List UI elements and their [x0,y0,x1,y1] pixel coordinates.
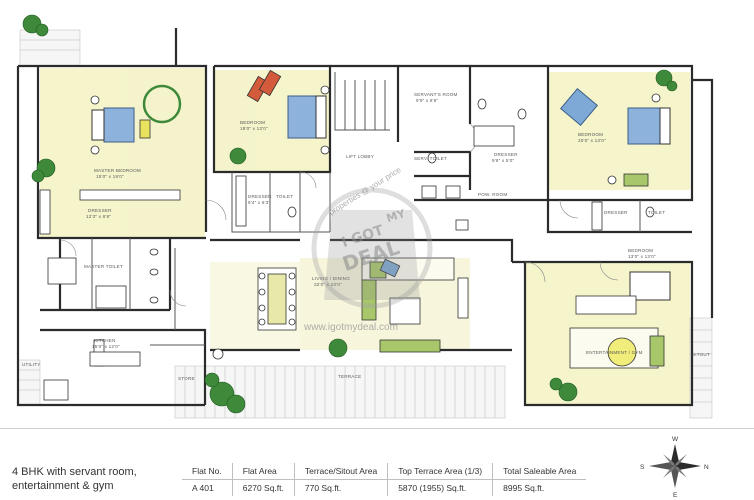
terrace-deck [17,29,713,419]
dim-bedroom-2: 20'0" x 13'0" [578,138,606,143]
label-terrace: TERRACE [338,374,361,379]
label-kitchen: KITCHEN [94,338,116,343]
value-top-terrace-area: 5870 (1955) Sq.ft. [387,479,493,496]
label-toilet-1: TOILET [276,194,293,199]
fixtures [43,98,655,401]
label-bedroom-3: BEDROOM [628,248,653,253]
value-flat-area: 6270 Sq.ft. [231,479,295,496]
compass-rose-icon: W N S E [640,436,709,498]
dim-kitchen: 15'0" x 12'0" [92,344,120,349]
header-total-area: Total Saleable Area [492,463,587,480]
compass-w: W [672,436,679,443]
header-top-terrace-area: Top Terrace Area (1/3) [387,463,493,480]
living-furniture [257,257,665,369]
room-labels: MASTER BEDROOM 15'0" x 19'0" DRESSER 12'… [22,92,710,381]
compass-e: E [673,492,678,498]
label-entertainment: ENTERTAINMENT / GYM [586,350,643,355]
label-servant-toilet: SERV. TOILET [414,156,447,161]
plan-caption: 4 BHK with servant room, entertainment &… [12,465,137,493]
header-flat-area: Flat Area [231,463,295,480]
label-master-toilet: MASTER TOILET [84,264,123,269]
caption-line2: entertainment & gym [12,480,114,492]
value-flat-no: A 401 [192,483,214,493]
door-swings [59,123,619,307]
dim-master-bedroom: 15'0" x 19'0" [96,174,124,179]
value-total-area: 8995 Sq.ft. [492,479,587,496]
label-bedroom-2: BEDROOM [578,132,603,137]
label-master-bedroom: MASTER BEDROOM [94,168,141,173]
label-servant-room: SERVANT'S ROOM [414,92,458,97]
label-dresser-2: DRESSER [248,194,272,199]
dim-dresser-1: 12'3" x 6'9" [86,214,111,219]
lounge-chairs [139,69,282,139]
label-dresser-3: DRESSER [494,152,518,157]
label-sitout: SITOUT [692,352,710,357]
label-living-dining: LIVING / DINING [312,276,350,281]
watermark-url: www.igotmydeal.com [303,322,398,333]
header-terrace-area: Terrace/Sitout Area [293,463,388,480]
area-table-header: Flat No. Flat Area Terrace/Sitout Area T… [182,463,587,480]
dim-living-dining: 32'0" x 23'0" [314,282,342,287]
label-lift-lobby: LIFT LOBBY [346,154,374,159]
footer-divider [0,428,754,429]
dim-dresser-3: 9'6" x 5'0" [492,158,514,163]
dim-bedroom-1: 18'0" x 13'0" [240,126,268,131]
label-toilet-2: TOILET [648,210,665,215]
label-bedroom-1: BEDROOM [240,120,265,125]
label-store: STORE [178,376,195,381]
header-flat-no: Flat No. [182,463,233,480]
dim-servant-room: 9'9" x 8'9" [416,98,438,103]
dim-dresser-2: 6'4" x 6'3" [248,200,270,205]
side-tables [90,85,661,185]
plants [22,14,678,414]
area-table-row: A 401 6270 Sq.ft. 770 Sq.ft. 5870 (1955)… [182,479,587,496]
compass-s: S [640,464,645,471]
value-terrace-area: 770 Sq.ft. [293,479,388,496]
compass-n: N [704,464,709,471]
dim-bedroom-3: 13'0" x 13'0" [628,254,656,259]
label-dresser-1: DRESSER [88,208,112,213]
floor-plan: MASTER BEDROOM 15'0" x 19'0" DRESSER 12'… [16,14,714,419]
caption-line1: 4 BHK with servant room, [12,466,137,478]
beds [91,87,671,301]
label-powder-room: POW. ROOM [478,192,507,197]
wardrobes [39,173,649,235]
label-utility: UTILITY [22,362,41,367]
watermark-line2: MY [385,207,408,226]
partitions [91,72,641,346]
label-dresser-4: DRESSER [604,210,628,215]
area-table: Flat No. Flat Area Terrace/Sitout Area T… [182,463,587,496]
